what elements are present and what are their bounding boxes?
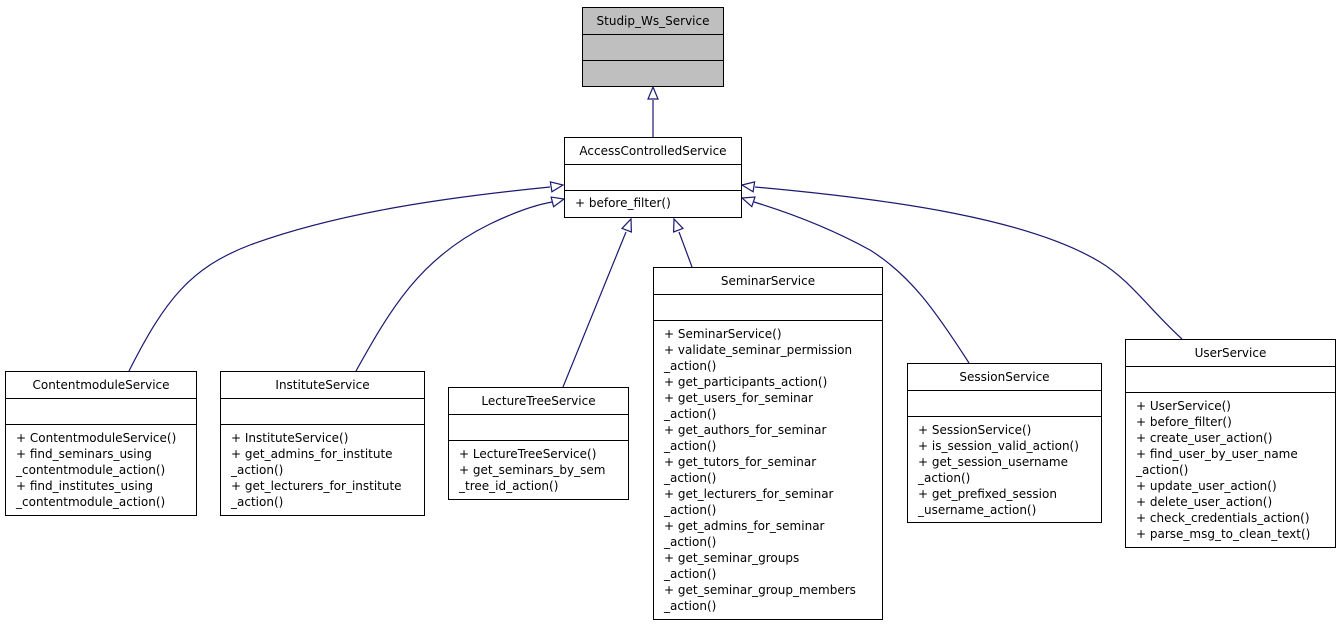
edge-user-arrowhead [740,181,756,193]
operation: + get_tutors_for_seminar [664,455,817,469]
operation: _username_action() [918,503,1037,517]
edge-contentmodule-arrowhead [549,181,565,193]
attributes-section [449,414,628,440]
operation: + parse_msg_to_clean_text() [1136,527,1311,541]
class-user-service: UserService + UserService() + before_fil… [1125,339,1336,548]
operation: _action() [231,495,284,509]
class-name: Studip_Ws_Service [596,14,710,28]
attributes-section [6,398,196,424]
operation: + UserService() [1136,399,1231,413]
edge-contentmodule [128,186,551,372]
operation: + ContentmoduleService() [16,431,177,445]
edge-session [753,201,970,364]
edge-lecture-tree-arrowhead [620,217,632,233]
operation: _action() [664,439,717,453]
attributes-section [1126,366,1335,392]
operation: + get_lecturers_for_seminar [664,487,834,501]
class-session-service: SessionService + SessionService() + is_s… [907,363,1102,523]
operation: + get_seminar_group_members [664,583,856,597]
edge-institute-arrowhead [550,196,566,208]
class-institute-service: InstituteService + InstituteService() + … [220,371,425,516]
operation: + check_credentials_action() [1136,511,1310,525]
operation: _action() [664,471,717,485]
operation: + SessionService() [918,423,1032,437]
edge-seminar-arrowhead [673,217,685,233]
operation: + InstituteService() [231,431,349,445]
attributes-section [565,164,741,190]
class-seminar-service: SeminarService + SeminarService() + vali… [653,267,883,620]
class-studip-ws-service: Studip_Ws_Service [582,7,724,87]
operations-section: + before_filter() [565,190,741,214]
operation: _action() [664,567,717,581]
operation: + SeminarService() [664,327,782,341]
operation: + update_user_action() [1136,479,1277,493]
operation: _action() [664,503,717,517]
class-contentmodule-service: ContentmoduleService + ContentmoduleServ… [5,371,197,516]
operation: _action() [664,359,717,373]
attributes-section [221,398,424,424]
operation: + find_institutes_using [16,479,153,493]
class-access-controlled-service: AccessControlledService + before_filter(… [564,137,742,218]
operation: + get_users_for_seminar [664,391,814,405]
operation: + get_admins_for_seminar [664,519,825,533]
operation: _action() [664,599,717,613]
operation: _action() [918,471,971,485]
class-name: InstituteService [275,378,370,392]
operation: + get_authors_for_seminar [664,423,827,437]
operation: + get_lecturers_for_institute [231,479,402,493]
operation: + create_user_action() [1136,431,1273,445]
operations-section: + SeminarService() + validate_seminar_pe… [654,320,882,617]
operations-section: + UserService() + before_filter() + crea… [1126,392,1335,545]
edge-lecture-tree [562,231,627,388]
operations-section [583,60,723,86]
operations-section: + ContentmoduleService() + find_seminars… [6,424,196,513]
attributes-section [583,34,723,60]
edge-institute [355,201,553,372]
operation: + get_prefixed_session [918,487,1057,501]
class-name: ContentmoduleService [32,378,170,392]
class-name: SeminarService [720,274,816,288]
class-name: LectureTreeService [481,394,596,408]
operation: _tree_id_action() [459,479,559,493]
operation: _action() [231,463,284,477]
edge-parent-to-root-arrowhead [647,85,659,100]
operation: + validate_seminar_permission [664,343,853,357]
edge-seminar [678,231,693,268]
operation: _action() [1136,463,1189,477]
operation: + before_filter() [575,196,671,210]
operation: _action() [664,407,717,421]
operation: + before_filter() [1136,415,1232,429]
edge-session-arrowhead [740,196,756,208]
operation: + get_participants_action() [664,375,828,389]
operation: + delete_user_action() [1136,495,1273,509]
class-name: AccessControlledService [579,144,727,158]
operation: _contentmodule_action() [16,463,166,477]
operations-section: + SessionService() + is_session_valid_ac… [908,416,1101,521]
class-lecture-tree-service: LectureTreeService + LectureTreeService(… [448,387,629,500]
operation: + is_session_valid_action() [918,439,1079,453]
operation: + get_seminars_by_sem [459,463,606,477]
edge-user [754,186,1183,340]
class-name: SessionService [959,370,1050,384]
attributes-section [908,390,1101,416]
class-name: UserService [1194,346,1267,360]
operations-section: + LectureTreeService() + get_seminars_by… [449,440,628,497]
operation: + find_seminars_using [16,447,152,461]
operations-section: + InstituteService() + get_admins_for_in… [221,424,424,513]
operation: + find_user_by_user_name [1136,447,1298,461]
operation: + get_session_username [918,455,1068,469]
operation: + LectureTreeService() [459,447,597,461]
operation: _contentmodule_action() [16,495,166,509]
operation: + get_seminar_groups [664,551,800,565]
operation: + get_admins_for_institute [231,447,393,461]
operation: _action() [664,535,717,549]
attributes-section [654,294,882,320]
